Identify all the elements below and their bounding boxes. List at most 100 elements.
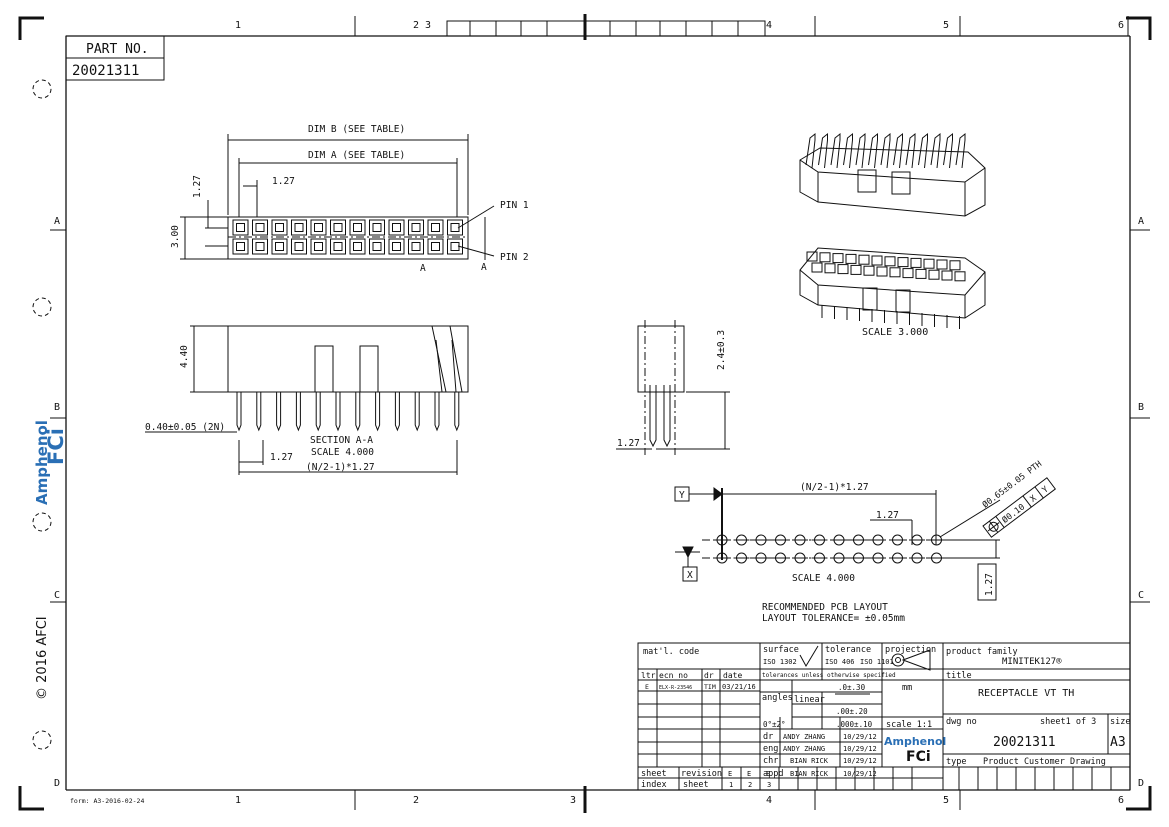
role-appd: appd	[763, 769, 783, 779]
pin-cell-inner	[372, 242, 382, 251]
title-label: title	[946, 671, 972, 681]
pin-cell-inner	[431, 223, 440, 232]
pin-cell-inner	[353, 242, 362, 251]
pin-cell-inner	[236, 223, 245, 232]
pcb-pitch-h: 1.27	[876, 510, 899, 521]
iso-contact	[858, 254, 870, 265]
scale-label: scale 1:1	[886, 720, 932, 730]
pcb-layout	[674, 477, 1057, 601]
iso-pin	[893, 132, 903, 169]
pin-2-label: PIN 2	[500, 252, 529, 263]
section-pin	[394, 392, 400, 432]
pin-1-label: PIN 1	[500, 200, 529, 211]
pin-cell-inner	[431, 242, 440, 251]
section-pin	[295, 392, 301, 432]
pin-cell-inner	[275, 223, 284, 232]
sheet-small-label: sheet	[683, 780, 709, 790]
iso-contact	[819, 252, 831, 263]
date-chr: 10/29/12	[843, 757, 877, 765]
side-branding: Amphenol FCi © 2016 AFCI	[33, 420, 68, 700]
section-title: SECTION A-A	[310, 435, 373, 446]
tolerance-std: ISO 406	[825, 658, 855, 666]
form-note: form: A3-2016-02-24	[70, 797, 144, 805]
iso-pin	[855, 132, 866, 169]
drawing-title: RECEPTACLE VT TH	[978, 688, 1074, 699]
iso-contact	[837, 264, 849, 275]
iso-bottom-pins	[806, 251, 966, 329]
pin-cell	[369, 238, 385, 255]
col-2-top: 2	[413, 20, 419, 31]
units-label: mm	[902, 683, 912, 693]
dim-a-label: DIM A (SEE TABLE)	[308, 150, 405, 161]
pcb-caption-2: LAYOUT TOLERANCE= ±0.05mm	[762, 613, 905, 624]
side-logo-fci: FCi	[44, 428, 68, 465]
section-pin	[335, 392, 341, 432]
tol-frame-ref-y: Y	[1041, 485, 1051, 496]
sheet-num-3: 3	[767, 781, 771, 789]
name-eng: ANDY ZHANG	[783, 745, 825, 753]
top-view	[180, 134, 495, 260]
iso-contact	[824, 263, 836, 274]
copyright-note: © 2016 AFCI	[35, 616, 50, 700]
pin-cell	[447, 238, 463, 255]
surface-label: surface	[763, 645, 799, 655]
title-block-text: mat'l. code surface ISO 1302 tolerance I…	[641, 645, 1130, 790]
iso-scale: SCALE 3.000	[862, 327, 928, 338]
pin-cell	[232, 238, 249, 255]
row-d-right: D	[1138, 778, 1144, 789]
iso-pin	[843, 132, 853, 169]
iso-contact	[941, 270, 953, 281]
row-c-right: C	[1138, 590, 1144, 601]
iso-pin	[868, 132, 878, 169]
rev-ecn: ELX-R-23546	[659, 685, 692, 691]
iso-contact	[850, 264, 862, 275]
iso-pin	[918, 132, 928, 169]
pcb-layout-labels: Y X (N/2-1)*1.27 1.27 1.27 Ø0.65±0.05 PT…	[679, 458, 1051, 624]
lin-tol-1: .0±.30	[838, 683, 866, 692]
pin-cell-inner	[255, 242, 265, 251]
iso-contact	[954, 271, 966, 282]
title-block-grid	[637, 642, 1131, 791]
pin-cell	[408, 238, 424, 255]
section-mark-a-2: A	[481, 262, 487, 273]
side-height: 2.4±0.3	[716, 330, 727, 370]
col-3-top: 3	[425, 20, 431, 31]
col-6-top: 6	[1118, 20, 1124, 31]
iso-contact	[806, 251, 818, 262]
rev-letter-2: E	[747, 770, 751, 778]
tolerance-label: tolerance	[825, 645, 871, 655]
row-d-left: D	[54, 778, 60, 789]
matl-code-label: mat'l. code	[643, 647, 699, 657]
product-family-value: MINITEK127®	[1002, 657, 1062, 667]
iso-contact	[876, 266, 888, 277]
iso-contact	[936, 259, 948, 270]
section-span: (N/2-1)*1.27	[306, 462, 375, 473]
iso-pin	[805, 132, 816, 169]
rev-ltr: E	[645, 683, 649, 691]
dim-b-label: DIM B (SEE TABLE)	[308, 124, 405, 135]
pin-cell-inner	[372, 223, 382, 232]
rev-letter-1: E	[728, 770, 732, 778]
tolerance-note: tolerances unless otherwise specified	[762, 672, 896, 679]
dwg-no-label: dwg no	[946, 717, 977, 727]
iso-pin	[955, 132, 966, 169]
pin-cell	[310, 219, 327, 236]
iso-pin	[905, 132, 916, 169]
pin-cell	[369, 219, 385, 236]
pin-cell	[310, 238, 327, 255]
top-pitch-v: 1.27	[192, 175, 203, 198]
iso-pin	[818, 132, 828, 169]
pcb-caption-1: RECOMMENDED PCB LAYOUT	[762, 602, 888, 613]
dwg-no-value: 20021311	[993, 735, 1056, 750]
pin-cell-inner	[333, 242, 343, 251]
col-6-bottom: 6	[1118, 795, 1124, 806]
projection-std: ISO 1101	[860, 658, 894, 666]
rev-header-ltr: ltr	[641, 671, 656, 680]
col-4-top: 4	[766, 20, 772, 31]
pin-cell	[232, 219, 249, 236]
pin-cell	[330, 219, 346, 236]
iso-contact	[845, 253, 857, 264]
section-view-labels: 4.40 0.40±0.05 (2N) SECTION A-A SCALE 4.…	[145, 345, 375, 473]
pcb-span: (N/2-1)*1.27	[800, 482, 869, 493]
